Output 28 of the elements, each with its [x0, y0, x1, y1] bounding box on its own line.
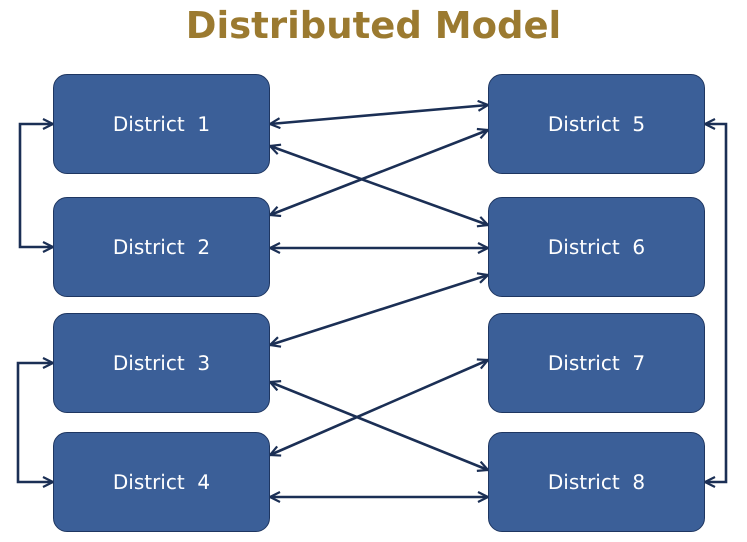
district-box: [53, 197, 270, 297]
district-label: District 8: [548, 470, 646, 494]
district-label: District 7: [548, 351, 646, 375]
double-arrow: [268, 358, 490, 457]
district-box: [488, 197, 705, 297]
double-arrow: [268, 144, 490, 228]
double-arrow: [268, 272, 490, 348]
district-label: District 5: [548, 112, 646, 136]
district-label: District 3: [112, 351, 210, 375]
double-arrow: [268, 380, 490, 472]
double-arrow: [704, 118, 728, 488]
double-arrow: [268, 128, 490, 218]
diagram-title: Distributed Model: [186, 4, 562, 47]
district-box: [488, 74, 705, 174]
district-box: [53, 432, 270, 532]
double-arrow: [16, 356, 54, 488]
double-arrow: [268, 100, 490, 130]
district-label: District 6: [548, 235, 646, 259]
district-label: District 4: [112, 470, 210, 494]
double-arrow: [268, 490, 490, 504]
district-box: [53, 313, 270, 413]
double-arrow: [268, 242, 490, 254]
double-arrow: [18, 118, 54, 254]
district-box: [488, 432, 705, 532]
district-label: District 2: [112, 235, 210, 259]
district-box: [53, 74, 270, 174]
district-label: District 1: [112, 112, 210, 136]
district-box: [488, 313, 705, 413]
